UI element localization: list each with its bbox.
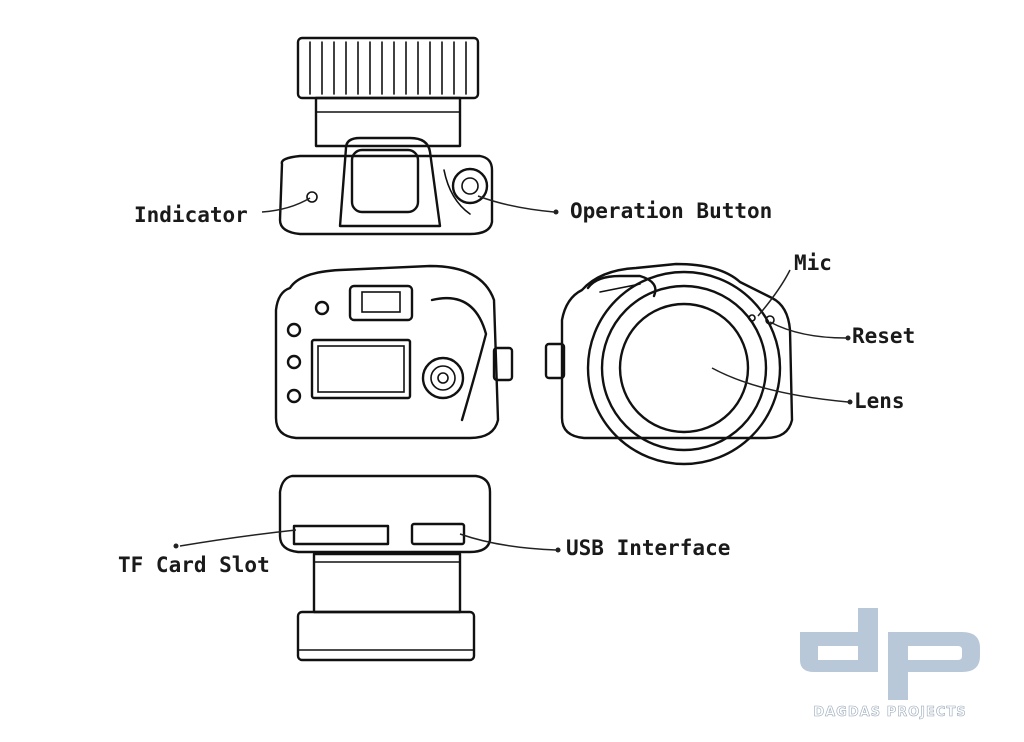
- camera-front-view: [544, 262, 794, 466]
- camera-back-view: [274, 264, 514, 440]
- label-reset: Reset: [852, 324, 915, 348]
- label-mic: Mic: [794, 251, 832, 275]
- label-indicator: Indicator: [134, 203, 248, 227]
- label-usb-interface: USB Interface: [566, 536, 730, 560]
- label-lens: Lens: [854, 389, 905, 413]
- label-tf-card-slot: TF Card Slot: [118, 553, 270, 577]
- watermark-logo: DAGDAS PROJECTS: [800, 608, 980, 720]
- watermark-text: DAGDAS PROJECTS: [813, 705, 966, 720]
- camera-bottom-view: [278, 474, 492, 662]
- label-operation-button: Operation Button: [570, 199, 772, 223]
- camera-top-view: [278, 36, 494, 236]
- leader-lines: [173, 195, 853, 553]
